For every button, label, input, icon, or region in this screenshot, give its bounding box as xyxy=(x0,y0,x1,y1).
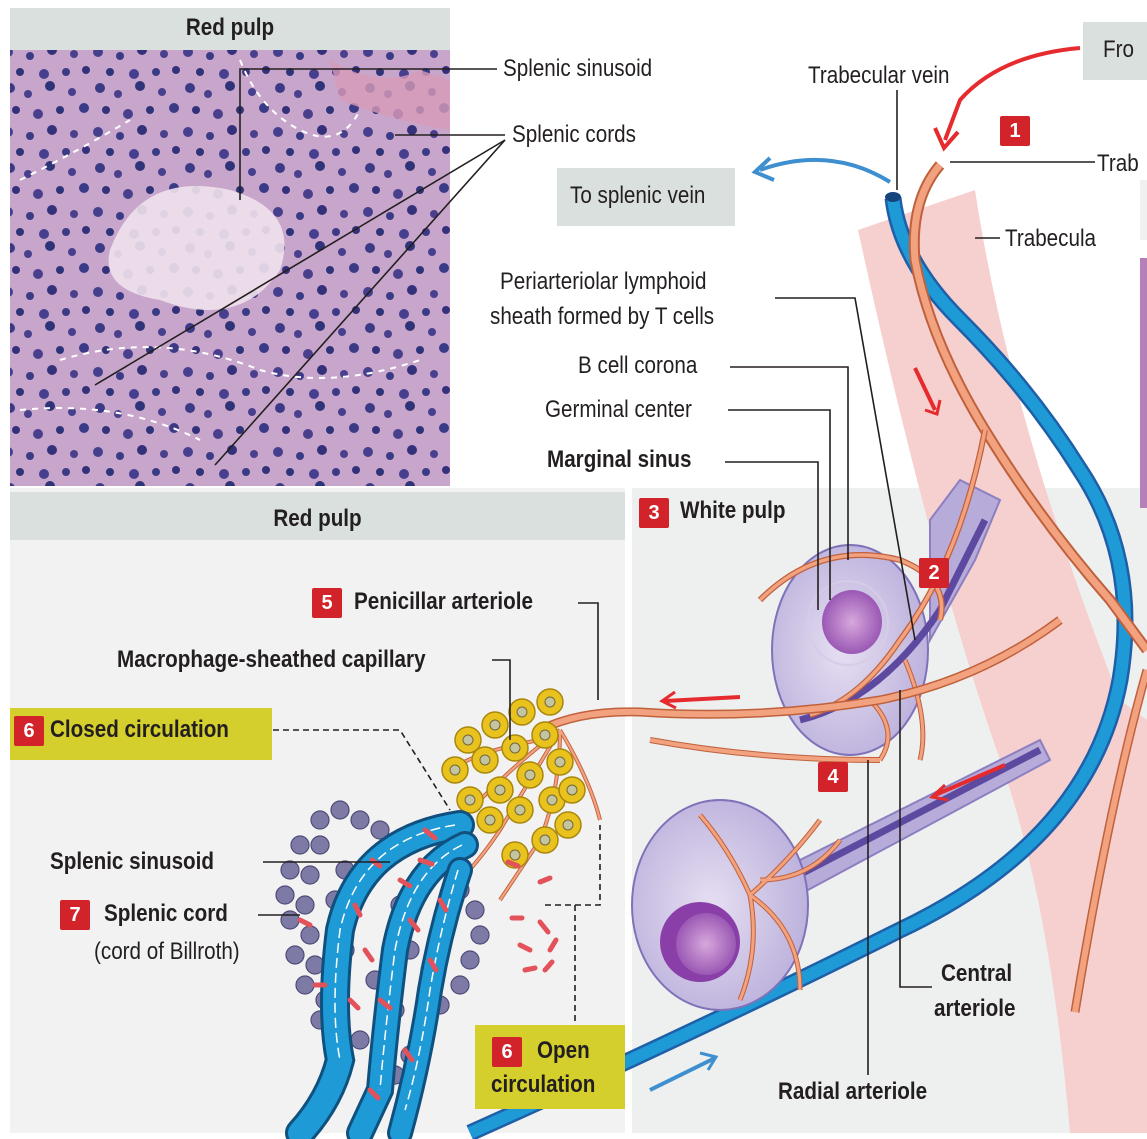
open-circulation-label-line1: Open xyxy=(537,1037,590,1065)
badge-4: 4 xyxy=(818,762,848,792)
central-arteriole-label-line2: arteriole xyxy=(934,995,1015,1023)
splenic-sinusoid-label-bottom: Splenic sinusoid xyxy=(50,848,214,876)
red-pulp-title-bottom: Red pulp xyxy=(53,505,582,533)
splenic-sinusoid-label-top: Splenic sinusoid xyxy=(503,55,652,83)
badge-1: 1 xyxy=(1000,116,1030,146)
to-splenic-vein-label: To splenic vein xyxy=(570,182,705,210)
trabecular-vein-label: Trabecular vein xyxy=(808,62,949,90)
trabecula-label: Trabecula xyxy=(1005,225,1096,253)
germinal-center-label: Germinal center xyxy=(545,396,692,424)
macrophage-capillary-label: Macrophage-sheathed capillary xyxy=(117,646,426,674)
open-circulation-label-line2: circulation xyxy=(491,1071,595,1099)
badge-5: 5 xyxy=(312,588,342,618)
marginal-sinus-label: Marginal sinus xyxy=(547,446,692,474)
badge-3: 3 xyxy=(639,498,669,528)
cord-of-billroth-label: (cord of Billroth) xyxy=(94,938,240,966)
from-label: Fro xyxy=(1103,36,1134,64)
badge-7: 7 xyxy=(60,900,90,930)
central-arteriole-label-line1: Central xyxy=(941,960,1012,988)
badge-6-closed: 6 xyxy=(14,716,44,746)
badge-6-open: 6 xyxy=(492,1037,522,1067)
closed-circulation-label: Closed circulation xyxy=(50,716,229,744)
splenic-cord-label: Splenic cord xyxy=(104,900,228,928)
pals-label-line1: Periarteriolar lymphoid xyxy=(500,268,706,296)
pals-label-line2: sheath formed by T cells xyxy=(490,303,714,331)
trabecular-artery-label: Trab xyxy=(1097,150,1139,178)
radial-arteriole-label: Radial arteriole xyxy=(778,1078,927,1106)
white-pulp-label: White pulp xyxy=(680,497,785,525)
splenic-cords-label: Splenic cords xyxy=(512,121,636,149)
badge-2: 2 xyxy=(919,558,949,588)
penicillar-arteriole-label: Penicillar arteriole xyxy=(354,588,533,616)
red-pulp-title-top: Red pulp xyxy=(41,14,419,42)
b-cell-corona-label: B cell corona xyxy=(578,352,697,380)
